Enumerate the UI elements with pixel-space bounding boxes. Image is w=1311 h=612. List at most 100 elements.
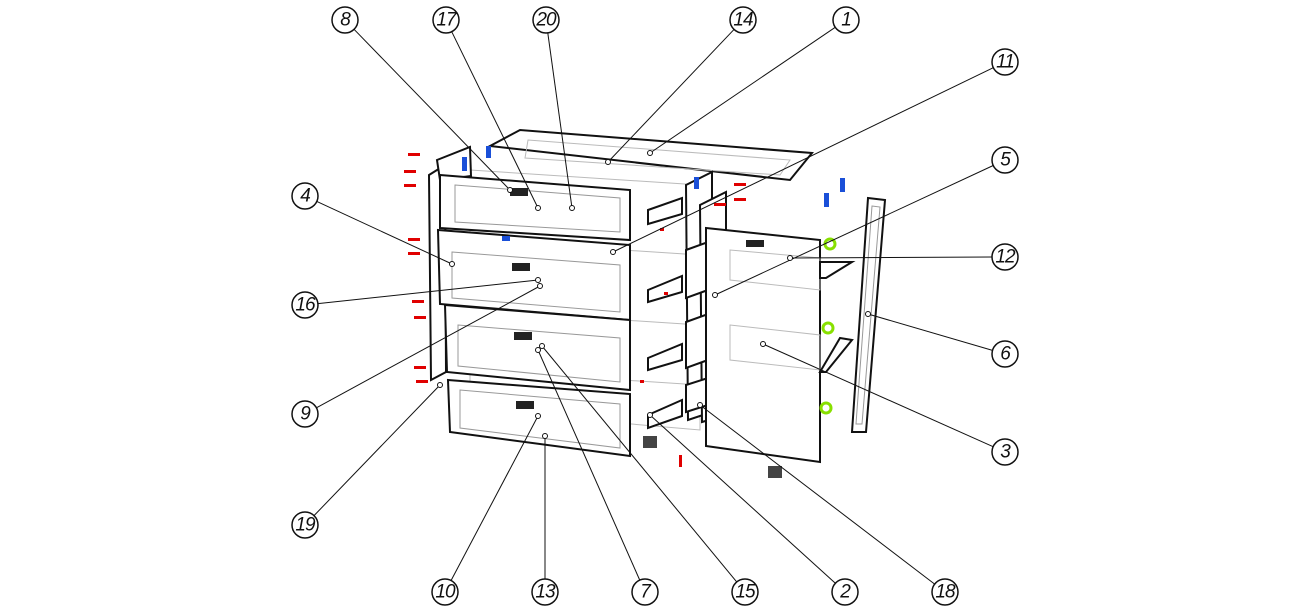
leader-anchor [647,412,653,418]
drawer-1 [439,173,683,242]
callout-circle [991,340,1019,368]
callout-circle [291,511,319,539]
callout-10: 10 [431,413,541,606]
callout-6: 6 [865,311,1019,368]
leader-anchor [539,343,545,349]
callout-number: 2 [839,582,851,603]
leader-anchor [865,311,871,317]
callout-number: 18 [935,582,956,603]
leader-line [762,343,994,448]
callout-circle [991,146,1019,174]
callout-5: 5 [712,146,1019,298]
callout-3: 3 [760,341,1019,466]
callout-circle [991,243,1019,271]
leader-anchor [605,159,611,165]
drawer-handle [512,263,530,271]
callout-2: 2 [647,412,859,606]
leader-line [353,28,511,191]
callout-16: 16 [291,277,541,319]
drawer-handle [516,401,534,409]
leader-anchor [437,382,443,388]
leader-line [649,26,836,154]
leader-anchor [787,255,793,261]
screws [404,153,746,467]
cam-locks [819,237,837,415]
callout-17: 17 [432,6,541,211]
callout-circle [531,578,559,606]
leader-line [451,31,539,209]
leader-line [316,201,453,265]
callout-12: 12 [787,243,1019,271]
callout-4: 4 [291,182,455,267]
drawer-3 [443,303,683,392]
leader-line [612,67,994,253]
callout-number: 4 [300,186,310,207]
callout-number: 19 [295,515,316,536]
drawer-2 [436,228,683,322]
leader-line [317,279,539,305]
leader-line [541,345,738,583]
callout-circle [291,182,319,210]
leader-line [547,32,573,209]
leader-anchor [535,205,541,211]
callout-8: 8 [331,6,513,193]
callout-circle [831,578,859,606]
leader-anchor [610,249,616,255]
leader-anchor [537,283,543,289]
brackets [462,146,845,241]
leader-anchor [760,341,766,347]
leader-line [867,313,993,351]
leader-anchor [449,261,455,267]
callout-number: 15 [735,582,756,603]
callout-circle [432,6,460,34]
drawer-handle [514,332,532,340]
callout-circle [931,578,959,606]
callout-15: 15 [539,343,759,606]
leader-anchor [535,277,541,283]
callout-9: 9 [291,283,543,428]
callout-circle [532,6,560,34]
feet [643,436,782,478]
leader-line [607,29,735,163]
callout-number: 1 [841,10,851,31]
leader-anchor [507,187,513,193]
leader-line [649,414,836,584]
callout-18: 18 [697,402,959,606]
shelves [818,261,856,373]
leader-anchor [697,402,703,408]
leader-anchor [535,413,541,419]
callout-circle [991,48,1019,76]
callout-circle [729,6,757,34]
callout-circle [431,578,459,606]
callout-7: 7 [535,347,659,606]
leader-line [316,285,541,409]
callout-circle [331,6,359,34]
callout-13: 13 [531,433,559,606]
callout-number: 9 [300,404,311,425]
callout-14: 14 [605,6,757,165]
leader-anchor [569,205,575,211]
callout-circle [731,578,759,606]
callout-20: 20 [532,6,575,211]
callout-number: 12 [995,247,1016,268]
leader-line [699,404,935,585]
leader-line [537,349,641,581]
drawer-handle [510,188,528,196]
leader-anchor [542,433,548,439]
callout-number: 5 [1000,150,1011,171]
callout-circle [832,6,860,34]
callout-number: 10 [435,582,456,603]
callout-number: 20 [535,10,557,31]
callout-circle [291,291,319,319]
leader-line [789,256,993,259]
drawer-runners [685,240,709,414]
callout-circle [991,438,1019,466]
callout-number: 6 [1000,344,1011,365]
callout-11: 11 [610,48,1019,255]
callout-number: 16 [295,295,316,316]
leader-line [714,165,994,296]
callout-number: 13 [535,582,556,603]
callout-number: 8 [340,10,351,31]
